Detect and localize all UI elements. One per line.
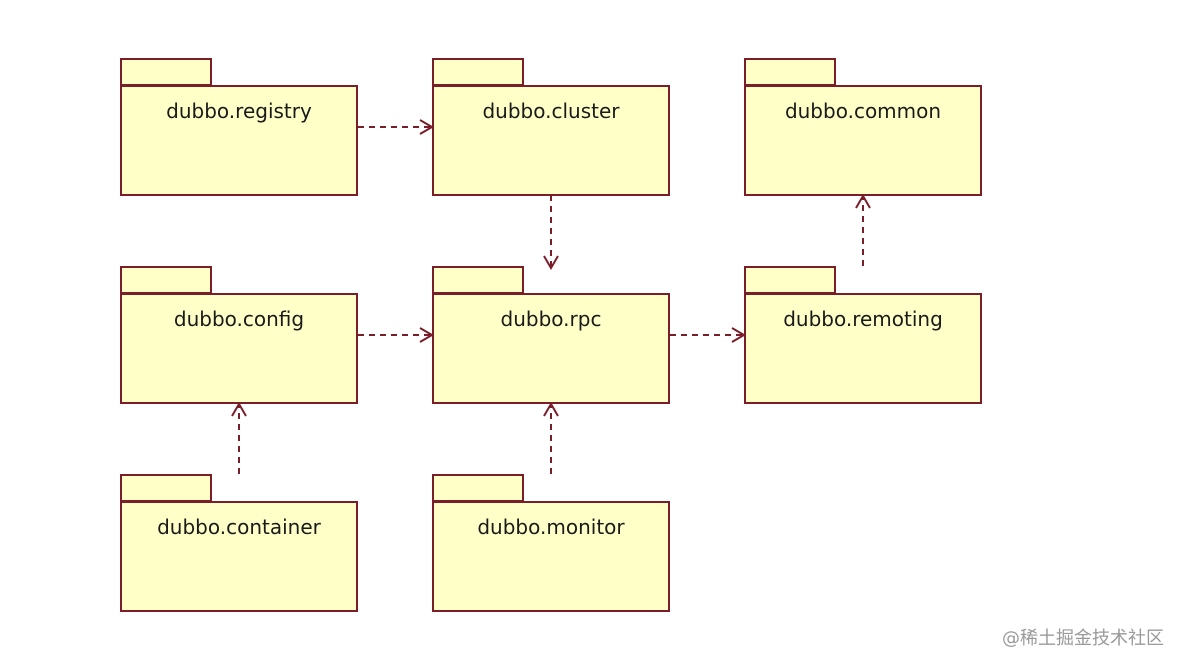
package-label: dubbo.remoting <box>783 307 943 331</box>
package-body: dubbo.remoting <box>744 293 982 404</box>
package-body: dubbo.rpc <box>432 293 670 404</box>
package-body: dubbo.common <box>744 85 982 196</box>
package-monitor: dubbo.monitor <box>432 474 670 614</box>
package-container: dubbo.container <box>120 474 358 614</box>
package-body: dubbo.config <box>120 293 358 404</box>
package-remoting: dubbo.remoting <box>744 266 982 406</box>
package-label: dubbo.container <box>157 515 321 539</box>
package-tab <box>744 58 836 86</box>
package-body: dubbo.container <box>120 501 358 612</box>
package-label: dubbo.cluster <box>482 99 620 123</box>
package-registry: dubbo.registry <box>120 58 358 198</box>
package-tab <box>744 266 836 294</box>
package-rpc: dubbo.rpc <box>432 266 670 406</box>
package-tab <box>120 266 212 294</box>
package-tab <box>120 58 212 86</box>
package-tab <box>432 266 524 294</box>
package-common: dubbo.common <box>744 58 982 198</box>
arrowhead-container-to-config <box>231 402 247 417</box>
package-label: dubbo.rpc <box>500 307 602 331</box>
watermark-label: @稀土掘金技术社区 <box>1002 628 1164 649</box>
package-label: dubbo.common <box>784 99 942 123</box>
package-tab <box>432 474 524 502</box>
package-tab <box>120 474 212 502</box>
package-body: dubbo.registry <box>120 85 358 196</box>
arrowhead-cluster-to-rpc <box>543 255 559 270</box>
package-cluster: dubbo.cluster <box>432 58 670 198</box>
package-label: dubbo.monitor <box>477 515 625 539</box>
package-label: dubbo.registry <box>166 99 312 123</box>
package-body: dubbo.monitor <box>432 501 670 612</box>
package-config: dubbo.config <box>120 266 358 406</box>
package-body: dubbo.cluster <box>432 85 670 196</box>
arrowhead-monitor-to-rpc <box>543 402 559 417</box>
arrowhead-remoting-to-common <box>855 194 871 209</box>
package-label: dubbo.config <box>173 307 305 331</box>
package-tab <box>432 58 524 86</box>
